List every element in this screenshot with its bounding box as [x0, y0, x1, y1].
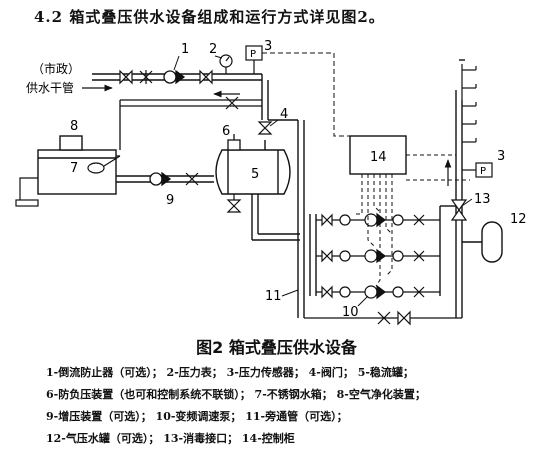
callout-13: 13 [474, 192, 491, 207]
section-heading: 4.2 箱式叠压供水设备组成和运行方式详见图2。 [34, 8, 385, 26]
supply-risers [459, 59, 477, 143]
callout-12: 12 [510, 212, 527, 227]
pump-row-3 [316, 284, 440, 300]
pressure-gauge [219, 54, 233, 74]
inlet-gate-valve-2 [199, 69, 213, 85]
stainless-water-tank [37, 149, 117, 195]
inlet-down-pipe [261, 74, 269, 120]
tank-to-header-pipe [251, 194, 300, 241]
figure-caption: 图2 箱式叠压供水设备 [196, 338, 357, 357]
inlet-check-valve [139, 70, 153, 84]
callout-2: 2 [209, 42, 217, 57]
inlet-gate-valve [119, 69, 133, 85]
schematic-diagram: （市政） 供水干管 P [15, 39, 527, 326]
callout-7: 7 [70, 161, 78, 176]
callout-9: 9 [166, 193, 174, 208]
disinfection-interface [450, 199, 468, 221]
callout-8: 8 [70, 119, 78, 134]
inlet-label-line1: （市政） [32, 61, 80, 76]
pressure-sensor-outlet [462, 162, 493, 178]
control-cabinet [349, 135, 407, 175]
pressure-sensor-outlet-symbol: P [480, 166, 486, 177]
air-purification-device [59, 135, 83, 151]
anti-negative-pressure-device [227, 134, 241, 151]
booster-pump [149, 171, 172, 187]
callout-6: 6 [222, 124, 230, 139]
legend-line-3: 9-增压装置（可选）； 10-变频调速泵； 11-旁通管（可选）； [46, 410, 348, 423]
callout-5: 5 [251, 167, 259, 182]
inlet-label-line2: 供水干管 [26, 80, 74, 95]
legend-line-2: 6-防负压装置（也可和控制系统不联锁）； 7-不锈钢水箱； 8-空气净化装置； [46, 388, 426, 401]
backflow-preventer [163, 69, 186, 85]
callout-4: 4 [280, 107, 288, 122]
bypass-pipe-11 [268, 119, 305, 318]
legend-line-4: 12-气压水罐（可选）； 13-消毒接口； 14-控制柜 [46, 432, 295, 445]
suction-header [309, 214, 317, 296]
bottom-bypass-valve [377, 310, 411, 326]
pressure-sensor-inlet-symbol: P [250, 49, 256, 60]
booster-valve [185, 172, 199, 186]
pressure-water-tank [462, 221, 503, 263]
callout-3: 3 [264, 39, 272, 54]
pump-row-2 [316, 248, 440, 264]
pump-row-1 [316, 212, 440, 228]
signal-line-inlet [262, 52, 350, 137]
callout-10: 10 [342, 305, 359, 320]
callout-11: 11 [265, 289, 282, 304]
tank-drain-valve [226, 194, 242, 213]
gate-valve-4 [257, 121, 273, 135]
control-cabinet-label: 14 [370, 150, 387, 165]
callout-3-outlet: 3 [497, 149, 505, 164]
tank-overflow-pipe [15, 177, 39, 207]
bypass-pipe-top [119, 99, 262, 150]
callout-1: 1 [181, 42, 189, 57]
control-wiring [356, 154, 470, 287]
float-valve [87, 155, 121, 174]
steady-flow-tank [215, 149, 291, 195]
legend-line-1: 1-倒流防止器（可选）； 2-压力表； 3-压力传感器； 4-阀门； 5-稳流罐… [46, 366, 414, 379]
bypass-check-valve [225, 96, 239, 110]
